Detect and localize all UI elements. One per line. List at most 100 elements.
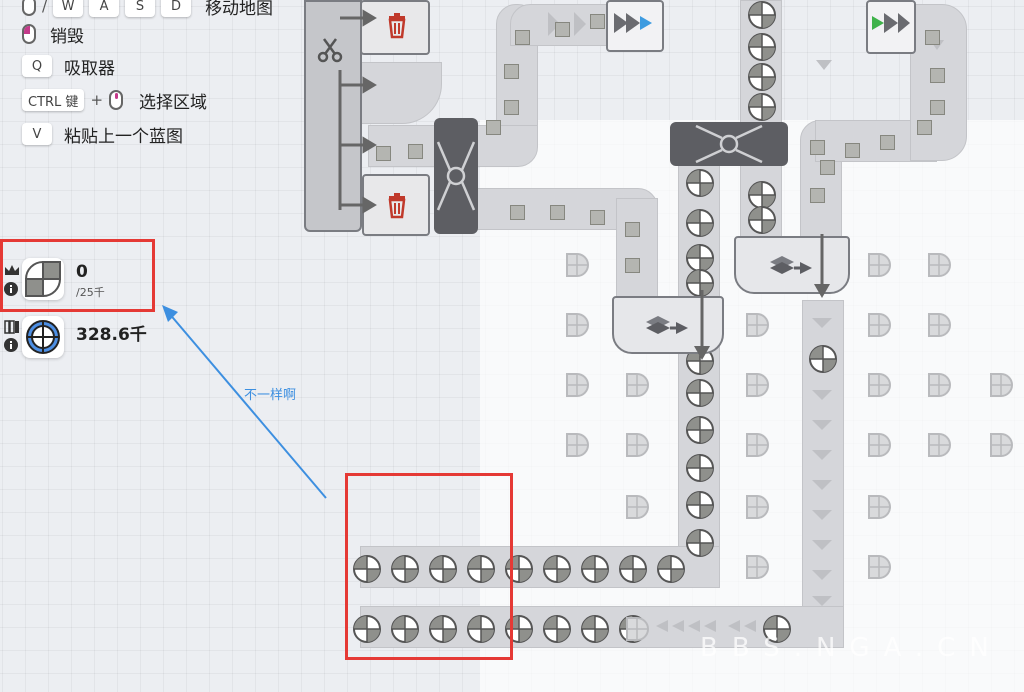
belt-item bbox=[880, 135, 895, 150]
crown-icon bbox=[5, 265, 19, 275]
annotation-box-belts bbox=[345, 473, 513, 660]
ghost-shape-tile bbox=[924, 430, 954, 460]
stacker-machine[interactable] bbox=[612, 296, 724, 354]
belt-item bbox=[376, 146, 391, 161]
belt-item bbox=[810, 140, 825, 155]
belt-item bbox=[504, 100, 519, 115]
balancer-x-icon bbox=[436, 141, 476, 211]
belt-item bbox=[930, 68, 945, 83]
ghost-shape-tile bbox=[562, 430, 592, 460]
belt-item bbox=[550, 205, 565, 220]
ghost-shape-tile bbox=[986, 370, 1016, 400]
ghost-shape-tile bbox=[622, 614, 652, 644]
ghost-shape-tile bbox=[622, 492, 652, 522]
quarter-shape bbox=[685, 490, 715, 520]
quarter-shape bbox=[685, 208, 715, 238]
balancer-left[interactable] bbox=[434, 118, 478, 234]
quarter-shape bbox=[685, 378, 715, 408]
quarter-shape bbox=[685, 528, 715, 558]
hotkey-label: 选择区域 bbox=[139, 92, 208, 113]
mouse-left-click-icon bbox=[109, 90, 124, 110]
info-icon bbox=[4, 282, 18, 296]
quarter-shape bbox=[747, 92, 777, 122]
mouse-icon bbox=[22, 0, 36, 16]
hotkey-move-map: / W A S D 移动地图 bbox=[22, 0, 274, 19]
belt-item bbox=[810, 188, 825, 203]
belt-item bbox=[925, 30, 940, 45]
quarter-shape bbox=[747, 32, 777, 62]
ghost-shape-tile bbox=[742, 552, 772, 582]
belt-item bbox=[845, 143, 860, 158]
ghost-shape-tile bbox=[742, 430, 772, 460]
quarter-shape bbox=[685, 168, 715, 198]
ghost-shape-tile bbox=[562, 310, 592, 340]
hotkey-select-area: CTRL 键 + 选择区域 bbox=[22, 88, 208, 113]
goal-resource-panel[interactable]: 0 /25千 bbox=[0, 250, 150, 310]
stacker-arrow bbox=[694, 290, 710, 360]
cutter-output-arrows bbox=[338, 9, 377, 214]
belt-item bbox=[504, 64, 519, 79]
balancer-x-icon bbox=[695, 124, 763, 164]
hotkey-label: 粘贴上一个蓝图 bbox=[64, 126, 183, 147]
goal-shape-icon bbox=[22, 258, 64, 300]
belt-item bbox=[625, 222, 640, 237]
blue-shape-icon bbox=[22, 316, 64, 358]
balancer-right[interactable] bbox=[670, 122, 788, 166]
ghost-shape-tile bbox=[562, 250, 592, 280]
key-d: D bbox=[161, 0, 192, 17]
belt-item bbox=[515, 30, 530, 45]
belt-item bbox=[820, 160, 835, 175]
annotation-text: 不一样啊 bbox=[244, 388, 297, 403]
stored-resource-panel[interactable]: 328.6千 bbox=[0, 314, 160, 360]
cutter-machine[interactable] bbox=[304, 0, 362, 232]
hotkey-picker: Q 吸取器 bbox=[22, 54, 115, 79]
quarter-shape bbox=[618, 554, 648, 584]
conveyor-belt[interactable] bbox=[616, 198, 658, 300]
mouse-right-click-icon bbox=[22, 24, 36, 44]
ghost-shape-tile bbox=[742, 310, 772, 340]
trash-icon bbox=[382, 190, 412, 220]
ghost-shape-tile bbox=[924, 370, 954, 400]
scissors-icon bbox=[317, 38, 343, 63]
key-q: Q bbox=[22, 55, 52, 77]
goal-current-value: 0 bbox=[76, 262, 88, 282]
quarter-shape bbox=[580, 554, 610, 584]
ghost-shape-tile bbox=[864, 250, 894, 280]
hotkey-label: 吸取器 bbox=[64, 58, 115, 79]
ghost-shape-tile bbox=[742, 370, 772, 400]
ghost-shape-tile bbox=[864, 492, 894, 522]
tunnel-arrow-icon bbox=[614, 13, 652, 33]
conveyor-belt[interactable] bbox=[360, 62, 442, 124]
belt-item bbox=[930, 100, 945, 115]
stacker-icon bbox=[646, 316, 688, 334]
stacker-machine[interactable] bbox=[734, 236, 850, 294]
info-icon bbox=[4, 338, 18, 352]
quarter-shape bbox=[580, 614, 610, 644]
ghost-shape-tile bbox=[622, 430, 652, 460]
belt-item bbox=[590, 14, 605, 29]
quarter-shape bbox=[747, 0, 777, 30]
storage-icon bbox=[4, 320, 19, 334]
hotkey-paste: V 粘贴上一个蓝图 bbox=[22, 122, 183, 147]
stacker-arrow bbox=[814, 234, 830, 298]
ghost-shape-tile bbox=[562, 370, 592, 400]
annotation-box-goal bbox=[0, 239, 155, 312]
ghost-shape-tile bbox=[622, 370, 652, 400]
key-w: W bbox=[53, 0, 84, 17]
quarter-shape bbox=[747, 62, 777, 92]
belt-item bbox=[486, 120, 501, 135]
ghost-shape-tile bbox=[742, 492, 772, 522]
quarter-shape bbox=[685, 415, 715, 445]
belt-item bbox=[510, 205, 525, 220]
stored-value: 328.6千 bbox=[76, 325, 147, 345]
ghost-shape-tile bbox=[864, 430, 894, 460]
trash-bin-top[interactable] bbox=[360, 0, 430, 55]
ghost-shape-tile bbox=[864, 310, 894, 340]
annotation-arrow bbox=[162, 305, 327, 499]
hotkey-label: 移动地图 bbox=[205, 0, 274, 19]
belt-item bbox=[555, 22, 570, 37]
belt-item bbox=[625, 258, 640, 273]
quarter-shape bbox=[542, 554, 572, 584]
ghost-shape-tile bbox=[986, 430, 1016, 460]
